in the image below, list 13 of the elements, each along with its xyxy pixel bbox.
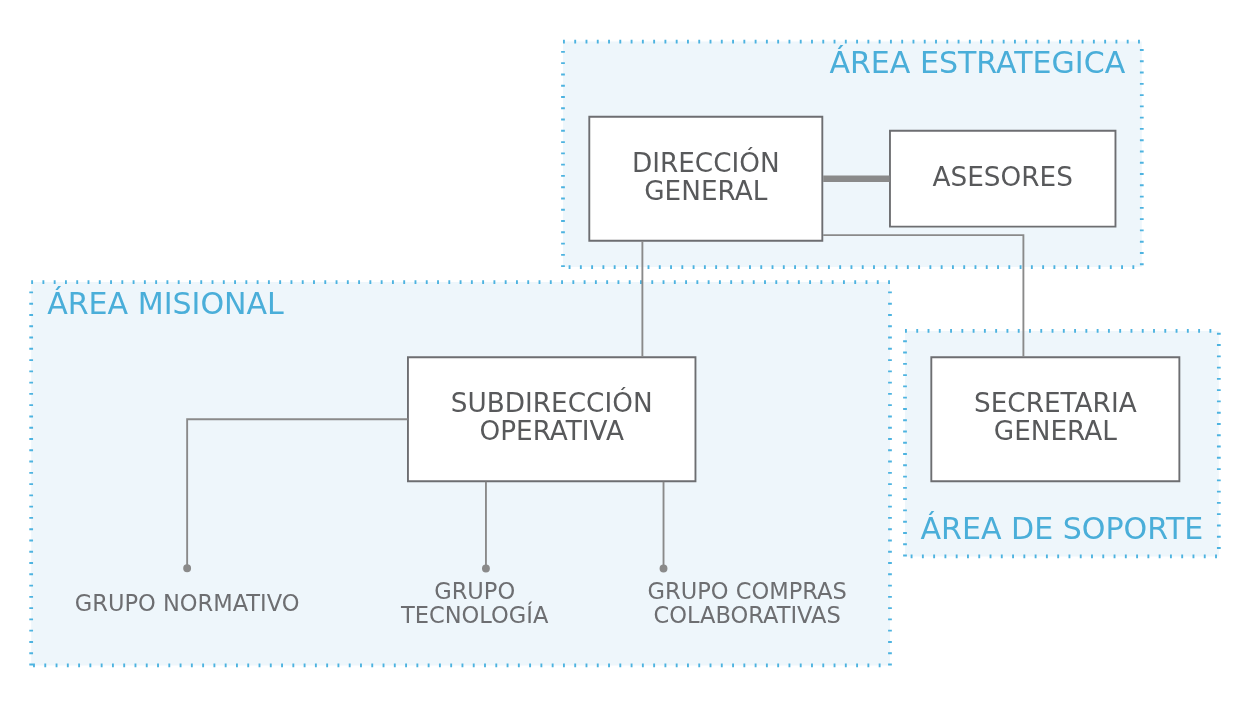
node-text: GRUPO COMPRAS COLABORATIVAS <box>647 577 847 629</box>
node-box: ASESORES <box>889 129 1117 228</box>
connector <box>822 234 1025 358</box>
connector <box>482 480 490 573</box>
node-box: DIRECCIÓN GENERAL <box>588 115 824 242</box>
connector <box>659 480 668 573</box>
node-box: SECRETARIA GENERAL <box>930 356 1181 483</box>
node-box: SUBDIRECCIÓN OPERATIVA <box>407 356 697 483</box>
node-text: GRUPO TECNOLOGÍA <box>400 577 549 629</box>
connector <box>641 240 644 358</box>
node-text: GRUPO NORMATIVO <box>74 590 300 617</box>
connector <box>823 175 890 182</box>
connector <box>183 418 409 573</box>
